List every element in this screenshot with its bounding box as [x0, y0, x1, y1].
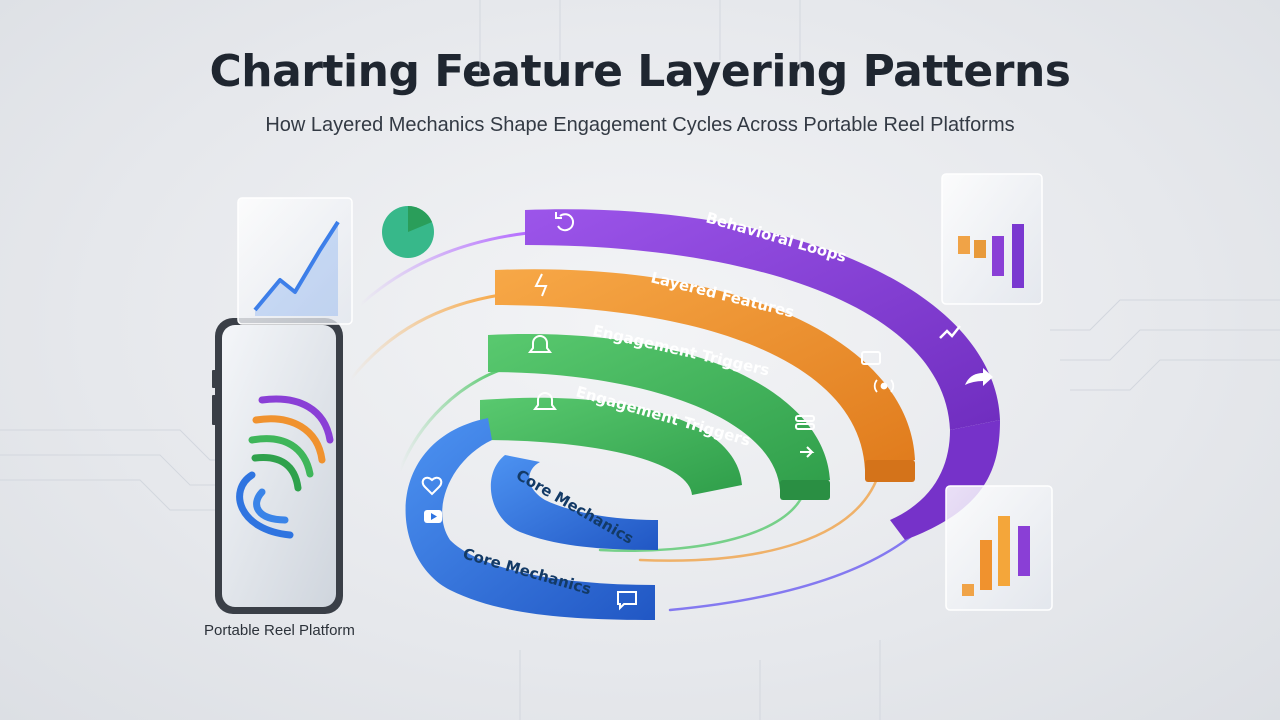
- trend-icon: [939, 325, 961, 339]
- phone-screen-diagram: [236, 395, 334, 539]
- share-icon: [965, 368, 993, 386]
- layer-behavioral-loops[interactable]: Behavioral Loops: [525, 209, 1000, 540]
- band-end-cap: [865, 460, 915, 482]
- page-subtitle: How Layered Mechanics Shape Engagement C…: [265, 114, 1015, 136]
- heart-icon: [421, 476, 443, 496]
- lightning-icon: [534, 273, 548, 297]
- connection-trails: [348, 231, 972, 612]
- phone-caption: Portable Reel Platform: [204, 622, 355, 639]
- pie-chart-icon: [382, 206, 434, 258]
- layer-core-mechanics-inner[interactable]: Core Mechanics: [490, 455, 658, 550]
- share-icon: [800, 446, 815, 458]
- stack-icon: [795, 415, 815, 430]
- refresh-icon: [555, 212, 575, 232]
- phone-illustration: [212, 318, 343, 614]
- bar-chart-card-bottom: [945, 485, 1053, 611]
- play-icon: [424, 510, 442, 523]
- screen-icon: [861, 351, 881, 365]
- bar-chart-card-top: [941, 173, 1043, 305]
- line-chart-card: [237, 197, 353, 325]
- bell-icon: [528, 335, 552, 353]
- signal-icon: [873, 379, 895, 393]
- page-title: Charting Feature Layering Patterns: [209, 46, 1071, 97]
- comment-icon: [617, 591, 637, 611]
- bell-icon: [533, 392, 557, 410]
- band-end-cap: [780, 480, 830, 500]
